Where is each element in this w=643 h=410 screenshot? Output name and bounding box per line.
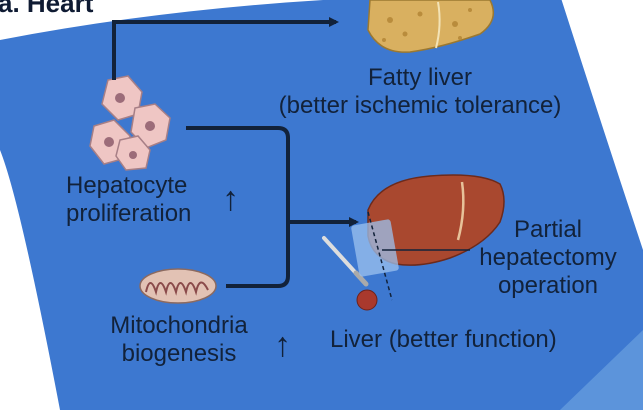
- fatty-liver-image: [367, 0, 495, 53]
- resected-tissue-image: [356, 289, 378, 311]
- light-corner: [560, 330, 643, 410]
- hepatectomy-label: Partial hepatectomy operation: [464, 216, 632, 300]
- hepatectomy-line2: hepatectomy: [479, 244, 617, 271]
- hepatocyte-line1: Hepatocyte: [66, 172, 188, 199]
- fatty-liver-subtitle: (better ischemic tolerance): [278, 92, 562, 119]
- connector-hepatocyte: [186, 126, 290, 222]
- hepatocyte-increase-arrow: ↑: [222, 180, 239, 218]
- mitochondrion-image: [139, 268, 217, 304]
- arrow-to-fatty-liver: [112, 17, 339, 80]
- mitochondria-line2: biogenesis: [121, 340, 237, 367]
- hepatectomy-line1: Partial: [513, 216, 583, 243]
- scalpel-image: [322, 236, 369, 287]
- connector-mitochondria: [226, 222, 290, 288]
- hepatocyte-cluster-image: [89, 75, 171, 171]
- mitochondria-increase-arrow: ↑: [274, 326, 291, 364]
- panel-heading: a. Heart: [0, 0, 94, 18]
- mitochondria-label: Mitochondria biogenesis: [104, 312, 254, 368]
- hepatectomy-line3: operation: [497, 272, 599, 299]
- hepatocyte-label: Hepatocyte proliferation: [66, 172, 191, 228]
- liver-result-label: Liver (better function): [330, 326, 557, 353]
- fatty-liver-title: Fatty liver: [367, 64, 472, 91]
- mitochondria-line1: Mitochondria: [110, 312, 248, 339]
- liver-image: [351, 174, 505, 301]
- hepatocyte-line2: proliferation: [66, 200, 192, 227]
- fatty-liver-label: Fatty liver (better ischemic tolerance): [255, 64, 585, 120]
